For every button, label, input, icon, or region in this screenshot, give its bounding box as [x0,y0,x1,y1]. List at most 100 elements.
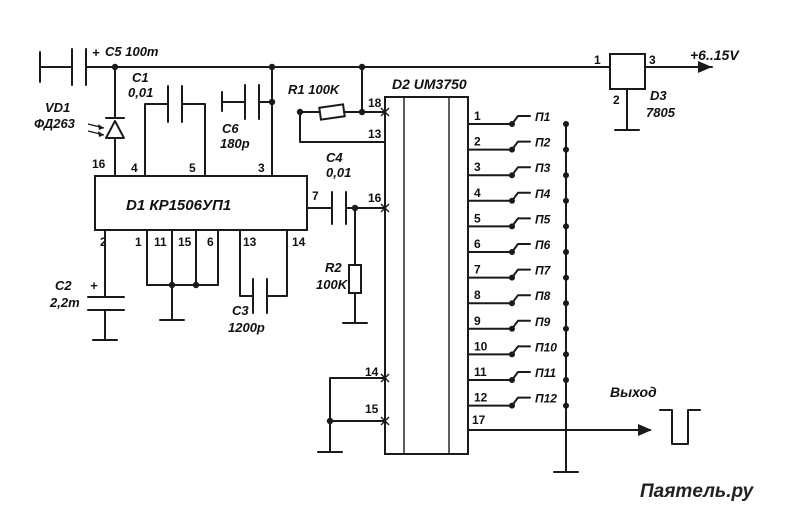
d1-pin-7: 7 [312,189,319,203]
switch-row: 3 П3 [467,160,569,179]
switch-pin-number: 12 [474,391,488,405]
switch-row: 10 П10 [467,339,569,358]
d3-label: D3 [650,88,667,103]
d1-ground-group [146,229,219,321]
c3-value: 1200p [228,320,265,335]
switch-lever[interactable] [511,294,531,305]
capacitor-c5: + C5 100m [39,44,159,86]
d1-pin-5: 5 [189,161,196,175]
switch-label: П4 [535,187,551,201]
d3-pin-3: 3 [649,53,656,67]
switch-label: П10 [535,340,557,354]
d1-pin-11: 11 [154,235,167,249]
chip-d1: D1 КР1506УП1 16 4 5 3 7 2 1 11 15 6 13 1… [92,157,319,249]
switch-label: П3 [535,161,551,175]
svg-text:+: + [92,45,100,60]
switch-row: 12 П12 [467,391,569,409]
switch-row: 6 П6 [467,237,569,255]
switch-lever[interactable] [511,396,531,407]
c2-label: C2 [55,278,72,293]
resistor-r1: R1 100K [288,66,386,143]
vd1-label: VD1 [45,100,70,115]
svg-text:+: + [90,278,98,293]
c4-label: C4 [326,150,343,165]
switch-lever[interactable] [511,345,531,356]
r1-label: R1 100K [288,82,341,97]
switch-label: П2 [535,136,551,150]
switch-pin-number: 3 [474,160,481,174]
c6-value: 180p [220,136,250,151]
switch-lever[interactable] [511,166,531,177]
switch-pin-number: 11 [474,365,487,379]
d2-mode-pins [317,373,390,453]
switch-pin-number: 7 [474,263,481,277]
chip-d2: D2 UM3750 18 13 16 1 4 15 17 [365,76,486,455]
switch-label: П12 [535,392,557,406]
d1-pin-14: 14 [292,235,306,249]
r2-label: R2 [325,260,342,275]
photodiode-vd1: VD1 ФД263 [34,66,125,177]
switch-label: П9 [535,315,551,329]
supply-rail [85,61,713,73]
d1-pin-4: 4 [131,161,138,175]
c3-label: C3 [232,303,249,318]
switch-lever[interactable] [511,115,531,125]
c4-value: 0,01 [326,165,351,180]
d1-pin-6: 6 [207,235,214,249]
switch-lever[interactable] [511,191,531,202]
d2-pin-18: 18 [368,96,382,110]
capacitor-c3: C3 1200p [228,229,288,335]
supply-arrow-icon [698,61,712,73]
capacitor-c6: C6 180p [220,66,276,177]
output-label: Выход [610,384,657,400]
switch-label: П11 [535,366,556,380]
switch-row: 5 П5 [467,211,569,230]
switch-pin-number: 9 [474,314,481,328]
d2-pin-13: 13 [368,127,382,141]
d1-pin-3: 3 [258,161,265,175]
d2-label: D2 UM3750 [392,76,467,92]
switch-lever[interactable] [511,319,531,330]
switch-label: П6 [535,238,551,252]
c6-label: C6 [222,121,239,136]
switch-label: П5 [535,212,551,226]
output-line: Выход [467,384,701,445]
switch-pin-number: 1 [474,109,481,123]
supply-label: +6..15V [690,47,740,63]
switch-pin-number: 8 [474,288,481,302]
switch-pin-number: 4 [474,186,481,200]
watermark: Паяmель.ру [640,481,755,502]
switch-label: П8 [535,289,551,303]
switch-pin-number: 10 [474,339,488,353]
switch-lever[interactable] [511,371,531,381]
capacitor-c4: C4 0,01 [306,150,386,225]
switch-row: 9 П9 [467,314,569,332]
d1-label: D1 КР1506УП1 [126,197,231,214]
switch-row: 11 П11 [467,365,569,383]
switch-pin-number: 6 [474,237,481,251]
regulator-d3: 1 3 2 D3 7805 +6..15V [594,47,740,131]
switch-lever[interactable] [511,268,531,279]
d2-pin-16: 16 [368,191,382,205]
d3-pin-1: 1 [594,53,601,67]
c5-label: C5 100m [105,44,159,59]
vd1-part: ФД263 [34,116,76,131]
switch-pin-number: 5 [474,211,481,225]
switch-lever[interactable] [511,140,531,151]
d2-pin-17: 17 [472,413,486,427]
d2-pin-15: 15 [365,402,379,416]
resistor-r2: R2 100K [316,207,368,324]
switch-label: П7 [535,264,552,278]
switch-label: П1 [535,110,551,124]
d3-pin-2: 2 [613,93,620,107]
c1-value: 0,01 [128,85,153,100]
switch-lever[interactable] [511,217,531,228]
switch-row: 7 П7 [467,263,569,281]
switch-lever[interactable] [511,243,531,253]
capacitor-c2: + C2 2,2m [49,229,125,341]
r2-value: 100K [316,277,349,292]
switch-row: 1 П1 [467,109,569,127]
d1-pin-16: 16 [92,157,106,171]
